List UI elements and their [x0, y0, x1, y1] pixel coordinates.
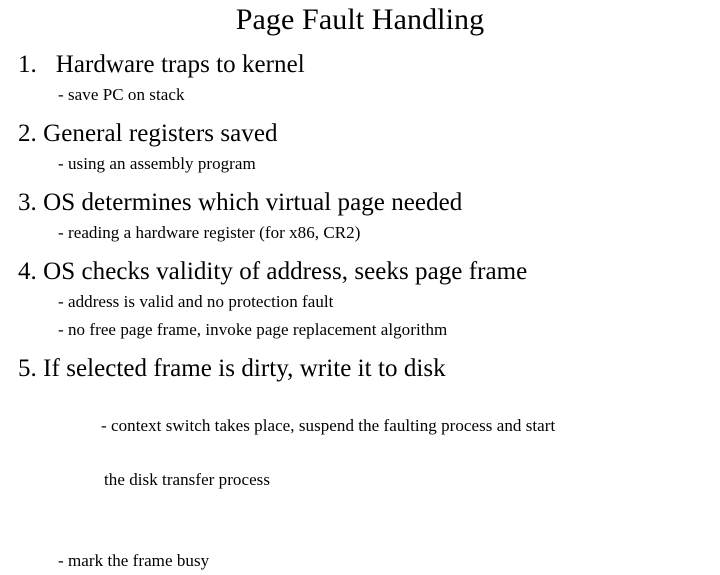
slide-page-fault-handling: Page Fault Handling 1. Hardware traps to…	[18, 3, 555, 570]
list-item: 2. General registers saved - using an as…	[0, 109, 720, 178]
sub-bullet-list-1: - save PC on stack	[0, 81, 720, 109]
sub-bullet: - address is valid and no protection fau…	[58, 292, 334, 311]
sub-bullet-continuation: the disk transfer process	[104, 470, 271, 489]
step-heading-5: 5. If selected frame is dirty, write it …	[18, 355, 446, 382]
list-item: 4. OS checks validity of address, seeks …	[0, 247, 720, 344]
sub-bullet: - using an assembly program	[58, 154, 256, 173]
list-item: 3. OS determines which virtual page need…	[0, 178, 720, 247]
sub-bullet-list-5: - context switch takes place, suspend th…	[0, 385, 720, 575]
sub-bullet: - context switch takes place, suspend th…	[0, 385, 720, 547]
sub-bullet: - mark the frame busy	[58, 551, 210, 570]
step-heading-4: 4. OS checks validity of address, seeks …	[18, 258, 528, 285]
list-item: 1. Hardware traps to kernel - save PC on…	[0, 46, 720, 109]
step-heading-2: 2. General registers saved	[18, 120, 278, 147]
page-title: Page Fault Handling	[235, 3, 485, 36]
step-heading-1: 1. Hardware traps to kernel	[18, 51, 305, 78]
step-heading-3: 3. OS determines which virtual page need…	[18, 189, 463, 216]
sub-bullet-list-3: - reading a hardware register (for x86, …	[0, 219, 720, 247]
sub-bullet: - no free page frame, invoke page replac…	[58, 320, 448, 339]
sub-bullet: - save PC on stack	[58, 85, 185, 104]
sub-bullet-text: - context switch takes place, suspend th…	[101, 416, 556, 435]
list-item: 5. If selected frame is dirty, write it …	[0, 344, 720, 575]
numbered-step-list: 1. Hardware traps to kernel - save PC on…	[0, 46, 720, 575]
sub-bullet-list-2: - using an assembly program	[0, 150, 720, 178]
sub-bullet-list-4: - address is valid and no protection fau…	[0, 288, 720, 344]
sub-bullet: - reading a hardware register (for x86, …	[58, 223, 361, 242]
